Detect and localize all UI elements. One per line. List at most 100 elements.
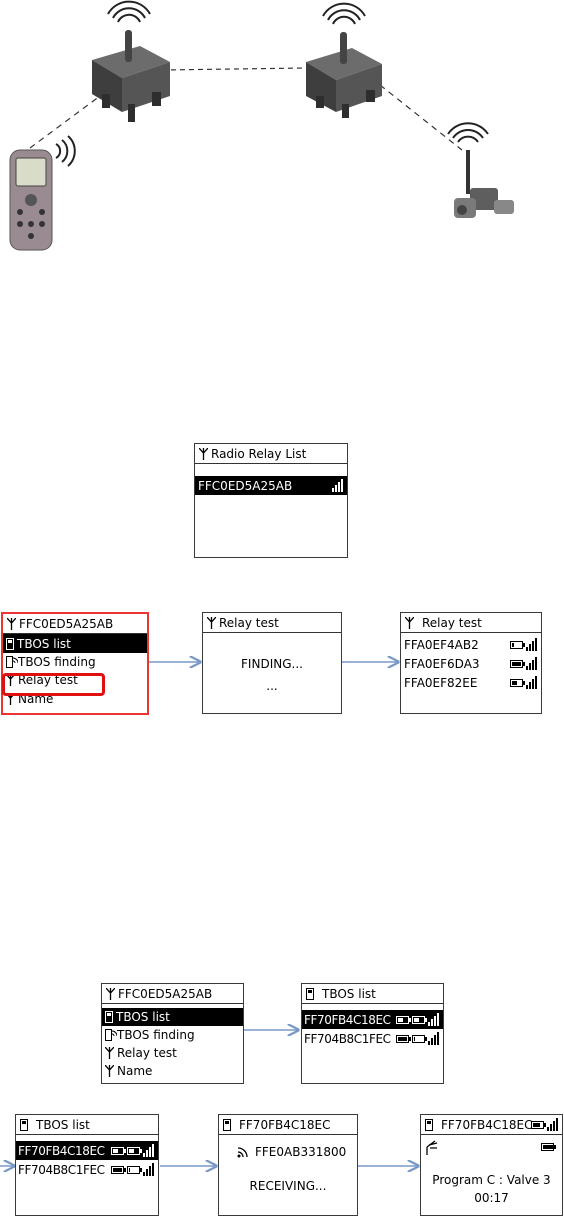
tbos-list-item[interactable]: FF70FB4C18EC: [302, 1010, 443, 1029]
signal-icon: [526, 638, 537, 651]
network-diagram: [9, 0, 514, 251]
signal-icon: [526, 676, 537, 689]
screen-header: TBOS list: [302, 984, 443, 1004]
handheld-remote-icon: [9, 135, 76, 251]
tbos-icon: [425, 1118, 433, 1131]
screen-title: Relay test: [219, 615, 279, 630]
screen-header: FFC0ED5A25AB: [3, 614, 147, 634]
battery-icon: [396, 1016, 411, 1024]
tbos-id-label: FF70FB4C18EC: [304, 1012, 391, 1027]
screen-relay-test-result: Relay test FFA0EF4AB2 FFA0EF6DA3 FFA0EF8…: [400, 612, 542, 714]
battery-icon: [412, 1016, 427, 1024]
screen-header: Relay test: [203, 613, 341, 633]
menu-item-relay-test[interactable]: Relay test: [102, 1043, 243, 1062]
menu-item-label: TBOS finding: [117, 1027, 195, 1042]
tbos-list-item[interactable]: FF70FB4C18EC: [16, 1141, 158, 1160]
tbos-valve-icon: [447, 122, 514, 218]
screen-title: FF70FB4C18EC: [239, 1117, 331, 1132]
screen-header: Relay test: [401, 613, 541, 633]
signal-icon: [332, 479, 343, 492]
relay-test-highlight: [2, 673, 105, 696]
menu-item-tbos-finding[interactable]: TBOS finding: [3, 653, 147, 670]
relay-source: FFE0AB331800: [237, 1145, 346, 1159]
screen-receiving: FF70FB4C18EC FFE0AB331800 RECEIVING...: [218, 1114, 358, 1216]
program-valve-label: Program C : Valve 3: [432, 1173, 551, 1187]
relay-id-label: FFE0AB331800: [255, 1145, 347, 1159]
link-relay1-relay2: [161, 67, 306, 71]
screen-title: FFC0ED5A25AB: [19, 616, 114, 631]
menu-item-label: TBOS list: [116, 1010, 170, 1024]
screen-title: TBOS list: [36, 1117, 90, 1132]
signal-icon: [143, 1163, 154, 1176]
battery-icon: [510, 641, 525, 649]
screen-header: Radio Relay List: [195, 444, 347, 464]
signal-icon: [143, 1144, 154, 1157]
tbos-id-label: FF704B8C1FEC: [304, 1031, 391, 1046]
antenna-icon: [199, 447, 208, 460]
tbos-finding-icon: [105, 1028, 117, 1041]
signal-icon: [547, 1118, 558, 1131]
screen-header: FFC0ED5A25AB: [102, 984, 243, 1004]
relay-id-label: FFA0EF82EE: [404, 675, 478, 690]
relay-id-label: FFC0ED5A25AB: [198, 478, 293, 493]
battery-icon: [111, 1166, 126, 1174]
antenna-icon: [405, 616, 414, 629]
screen-header: FF70FB4C18EC: [421, 1115, 562, 1135]
link-relay2-tbos: [379, 84, 463, 151]
screen-radio-relay-list: Radio Relay List FFC0ED5A25AB: [194, 443, 348, 558]
menu-item-label: TBOS finding: [18, 654, 96, 669]
tbos-id-label: FF70FB4C18EC: [18, 1143, 105, 1158]
tbos-list-item[interactable]: FF704B8C1FEC: [16, 1160, 158, 1179]
relay-list-item[interactable]: FFC0ED5A25AB: [195, 476, 347, 495]
tbos-list-item[interactable]: FF704B8C1FEC: [302, 1029, 443, 1048]
screen-tbos-list-2: TBOS list FF70FB4C18EC FF704B8C1FEC: [15, 1114, 159, 1216]
antenna-icon: [106, 987, 115, 1000]
menu-item-label: Name: [117, 1064, 153, 1078]
menu-item-tbos-list[interactable]: TBOS list: [3, 634, 147, 653]
screen-title: TBOS list: [322, 986, 376, 1001]
tbos-icon: [105, 1011, 113, 1023]
relay-result-item[interactable]: FFA0EF82EE: [401, 673, 541, 692]
sprinkler-icon: [426, 1140, 438, 1155]
tbos-icon: [306, 987, 314, 1000]
screen-title: Radio Relay List: [211, 446, 307, 461]
battery-icon: [412, 1035, 427, 1043]
signal-icon: [428, 1013, 439, 1026]
tbos-icon: [6, 637, 14, 650]
screen-header: FF70FB4C18EC: [219, 1115, 357, 1135]
battery-icon: [127, 1147, 142, 1155]
radio-relay-2-icon: [306, 2, 382, 118]
screen-relay-test-finding: Relay test FINDING... ...: [202, 612, 342, 714]
finding-message: FINDING...: [241, 657, 303, 671]
screen-title: FFC0ED5A25AB: [118, 986, 213, 1001]
menu-item-tbos-finding[interactable]: TBOS finding: [102, 1026, 243, 1043]
screen-relay-menu-highlighted: FFC0ED5A25AB TBOS list TBOS finding Rela…: [1, 612, 149, 715]
menu-item-label: Relay test: [18, 673, 78, 687]
screen-title: Relay test: [422, 615, 482, 630]
program-timer: 00:17: [474, 1191, 509, 1205]
tbos-finding-icon: [6, 655, 18, 668]
battery-icon: [396, 1035, 411, 1043]
relay-result-item[interactable]: FFA0EF6DA3: [401, 654, 541, 673]
screen-program-status: FF70FB4C18EC Program C : Valve 3 00:17: [420, 1114, 563, 1216]
menu-item-label: TBOS list: [17, 636, 71, 651]
battery-icon: [531, 1121, 546, 1129]
antenna-icon: [7, 617, 16, 630]
radio-waves-icon: [237, 1146, 248, 1157]
antenna-icon: [105, 1046, 114, 1059]
receiving-message: RECEIVING...: [249, 1179, 327, 1193]
battery-icon: [111, 1147, 126, 1155]
menu-item-name[interactable]: Name: [102, 1062, 243, 1080]
menu-item-tbos-list[interactable]: TBOS list: [102, 1008, 243, 1026]
tbos-icon: [20, 1118, 28, 1131]
screen-tbos-list: TBOS list FF70FB4C18EC FF704B8C1FEC: [301, 983, 444, 1084]
finding-ellipsis: ...: [266, 679, 278, 693]
screen-relay-menu: FFC0ED5A25AB TBOS list TBOS finding Rela…: [101, 983, 244, 1084]
relay-result-item[interactable]: FFA0EF4AB2: [401, 635, 541, 654]
radio-relay-1-icon: [92, 0, 170, 122]
battery-icon: [541, 1143, 556, 1151]
relay-id-label: FFA0EF6DA3: [404, 656, 480, 671]
antenna-icon: [105, 1065, 114, 1077]
signal-icon: [526, 657, 537, 670]
link-remote-relay1: [29, 95, 101, 149]
